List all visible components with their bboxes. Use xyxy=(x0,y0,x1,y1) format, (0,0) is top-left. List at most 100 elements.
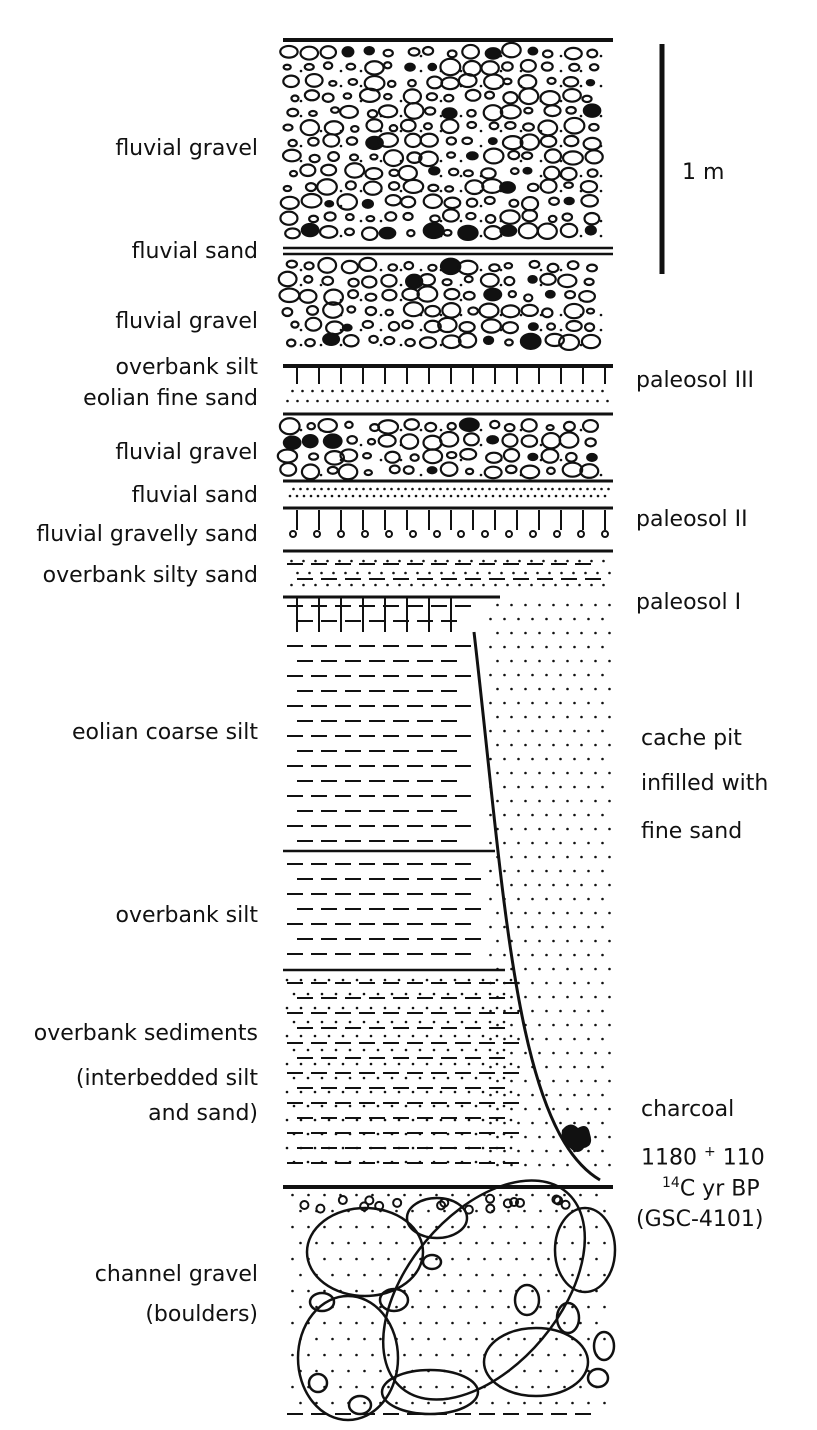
fluvial-sand-2-dot xyxy=(582,494,586,498)
cache-pit-dot xyxy=(559,645,562,649)
overbank-sediments-dot xyxy=(474,1020,478,1024)
cache-pit-dot xyxy=(531,1009,534,1013)
cache-pit-dot xyxy=(538,687,541,691)
channel-gravel-dot xyxy=(395,1369,398,1373)
gravel-top-grain xyxy=(379,129,383,133)
cache-pit-dot xyxy=(545,841,548,845)
channel-gravel-dot xyxy=(291,1289,294,1293)
cache-pit-dot xyxy=(608,659,611,663)
overbank-sediments-dot xyxy=(334,992,338,996)
cache-pit-dot xyxy=(573,701,576,705)
gravel-3-pebble xyxy=(409,453,420,462)
boulder xyxy=(592,1330,616,1362)
cache-pit-dot xyxy=(573,645,576,649)
gravel-top-pebble xyxy=(323,120,345,136)
cache-pit-dot xyxy=(559,1093,562,1097)
overbank-sediments-dot xyxy=(446,1076,450,1080)
cache-pit-dot xyxy=(559,617,562,621)
cache-pit-dot xyxy=(489,841,492,845)
fluvial-sand-2-dot xyxy=(512,494,516,498)
cache-pit-dot xyxy=(608,1163,611,1167)
channel-gravel-dot xyxy=(555,1209,558,1213)
eolian-fine-sand-dot xyxy=(496,399,499,403)
silty-sand-dot xyxy=(434,583,437,587)
cache-pit-dot xyxy=(517,813,520,817)
gravel-2-pebble xyxy=(281,306,294,318)
gravel-3-pebble xyxy=(377,419,400,435)
cache-pit-dot xyxy=(587,869,590,873)
silty-sand-dot xyxy=(518,583,521,587)
channel-gravel-dot xyxy=(491,1241,494,1245)
channel-gravel-dot xyxy=(595,1193,598,1197)
gravel-top-grain xyxy=(459,159,463,163)
cache-pit-dot xyxy=(489,757,492,761)
overbank-sediments-dot xyxy=(432,1132,436,1136)
fluvial-sand-2-dot xyxy=(404,487,407,491)
channel-gravel-dot xyxy=(547,1289,550,1293)
eolian-fine-sand-dot xyxy=(336,399,339,403)
silty-sand-dot xyxy=(350,559,353,563)
gravel-top-pebble xyxy=(282,123,294,132)
channel-gravel-dot xyxy=(355,1385,358,1389)
paleosol-ii-pebble xyxy=(577,530,585,538)
gravel-2-grain xyxy=(559,268,563,272)
cache-pit-dot xyxy=(510,799,513,803)
fluvial-sand-2-dot xyxy=(446,487,449,491)
cache-pit-dot xyxy=(524,995,527,999)
gravel-top-pebble xyxy=(290,94,300,103)
cache-pit-dot xyxy=(531,1093,534,1097)
channel-gravel-dot xyxy=(451,1193,454,1197)
date-error: 110 xyxy=(722,1145,765,1171)
cache-pit-dot xyxy=(489,1009,492,1013)
silty-sand-dot xyxy=(500,571,503,575)
boulder xyxy=(482,1326,590,1398)
channel-pebble xyxy=(514,1197,525,1208)
gravel-top-grain xyxy=(379,219,383,223)
gravel-2-grain xyxy=(539,283,543,287)
boulder xyxy=(555,1301,581,1335)
label-fine-sand: fine sand xyxy=(641,819,743,844)
overbank-sediments-dot xyxy=(390,1048,394,1052)
cache-pit-dot xyxy=(503,1037,506,1041)
cache-pit-dot xyxy=(517,953,520,957)
cache-pit-dot xyxy=(503,729,506,733)
cache-pit-dot xyxy=(580,771,583,775)
channel-gravel-dot xyxy=(331,1337,334,1341)
channel-gravel-dot xyxy=(539,1337,542,1341)
gravel-top-pebble xyxy=(522,122,535,132)
silty-sand-dot xyxy=(542,583,545,587)
channel-gravel-dot xyxy=(467,1289,470,1293)
channel-gravel-dot xyxy=(411,1401,414,1405)
gravel-3-pebble xyxy=(317,417,338,434)
gravel-3-pebble xyxy=(326,465,339,475)
gravel-top-pebble xyxy=(461,43,481,60)
gravel-top-pebble xyxy=(299,118,321,137)
gravel-2-pebble xyxy=(340,259,359,275)
overbank-sediments-dot xyxy=(474,1132,478,1136)
eolian-fine-sand-dot xyxy=(526,399,529,403)
gravel-2-pebble xyxy=(578,289,597,303)
overbank-sediments-dot xyxy=(362,1104,366,1108)
channel-gravel-dot xyxy=(339,1289,342,1293)
overbank-sediments-dot xyxy=(376,992,380,996)
overbank-sediments-dot xyxy=(474,1160,478,1164)
fluvial-sand-2-dot xyxy=(568,494,572,498)
channel-gravel-dot xyxy=(587,1273,590,1277)
gravel-2-grain xyxy=(399,298,403,302)
cache-pit-dot xyxy=(580,631,583,635)
channel-gravel-dot xyxy=(603,1369,606,1373)
gravel-3-grain xyxy=(399,428,403,432)
cache-pit-dot xyxy=(517,925,520,929)
gravel-top-pebble xyxy=(509,167,520,176)
overbank-sediments-dot xyxy=(397,1118,401,1122)
cache-pit-dot xyxy=(545,785,548,789)
gravel-top-pebble xyxy=(304,72,324,88)
gravel-3-grain xyxy=(379,458,383,462)
overbank-sediments-dot xyxy=(474,1104,478,1108)
label-paleosol-iii: paleosol III xyxy=(636,368,755,393)
channel-gravel-dot xyxy=(307,1225,310,1229)
cache-pit-dot xyxy=(545,701,548,705)
eolian-fine-sand-dot xyxy=(326,399,329,403)
gravel-top-pebble xyxy=(364,60,385,76)
